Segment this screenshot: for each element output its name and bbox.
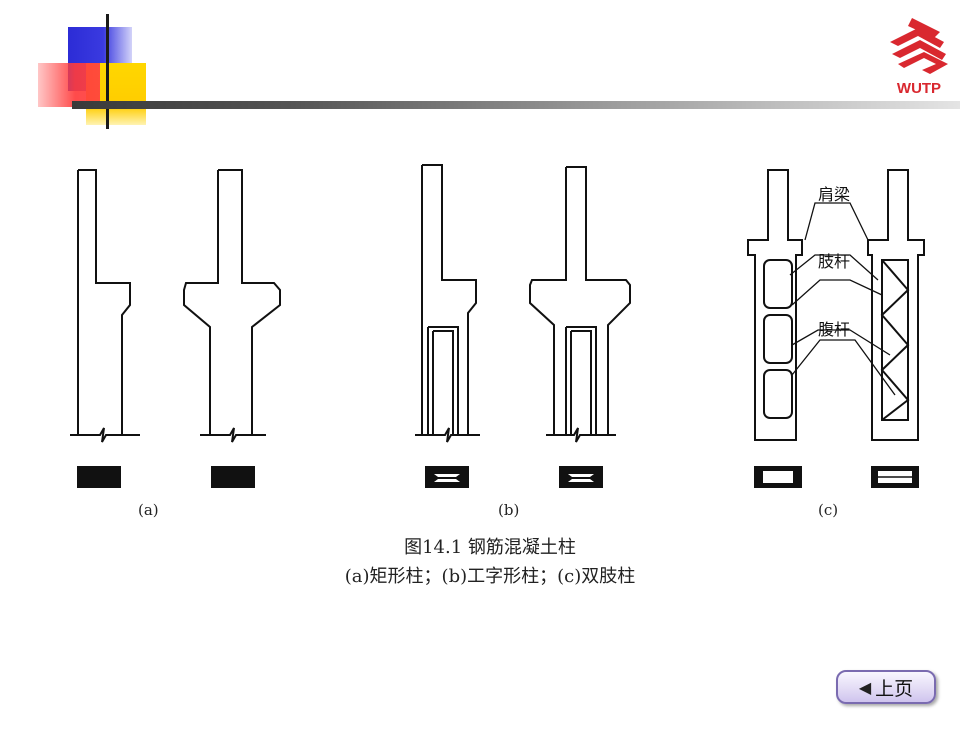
label-shoulder-beam: 肩梁: [818, 185, 850, 204]
column-c-left: [747, 169, 803, 441]
logo-text: WUTP: [897, 80, 941, 97]
column-figure: 肩梁 肢杆 腹杆 (a) (b) (c): [70, 164, 925, 519]
column-b-right: [529, 166, 631, 443]
decor-red-square: [38, 63, 100, 107]
section-a-left: [77, 466, 121, 488]
column-a-right: [183, 169, 281, 443]
decor-vertical-line: [106, 14, 109, 129]
section-c-right: [871, 466, 919, 488]
label-b: (b): [498, 501, 519, 519]
label-c: (c): [818, 501, 838, 519]
label-limb-rod: 肢杆: [818, 252, 850, 271]
column-b-left: [415, 164, 480, 443]
section-b-left: [425, 466, 469, 488]
section-a-right: [211, 466, 255, 488]
column-c-right: [867, 169, 925, 441]
left-triangle-icon: ◀: [858, 677, 872, 697]
column-a-left: [70, 169, 140, 443]
wutp-logo: WUTP: [890, 18, 948, 97]
header-gradient-bar: [72, 101, 960, 109]
leader-lines: [789, 202, 896, 396]
figure-caption-title: 图14.1 钢筋混凝土柱: [404, 537, 576, 558]
figure-caption-subtitle: (a)矩形柱；(b)工字形柱；(c)双肢柱: [344, 566, 636, 587]
label-a: (a): [138, 501, 159, 519]
prev-page-button[interactable]: ◀ 上页: [836, 670, 936, 704]
section-b-right: [559, 466, 603, 488]
label-web-rod: 腹杆: [818, 320, 850, 339]
prev-page-label: 上页: [875, 677, 914, 700]
section-c-left: [754, 466, 802, 488]
